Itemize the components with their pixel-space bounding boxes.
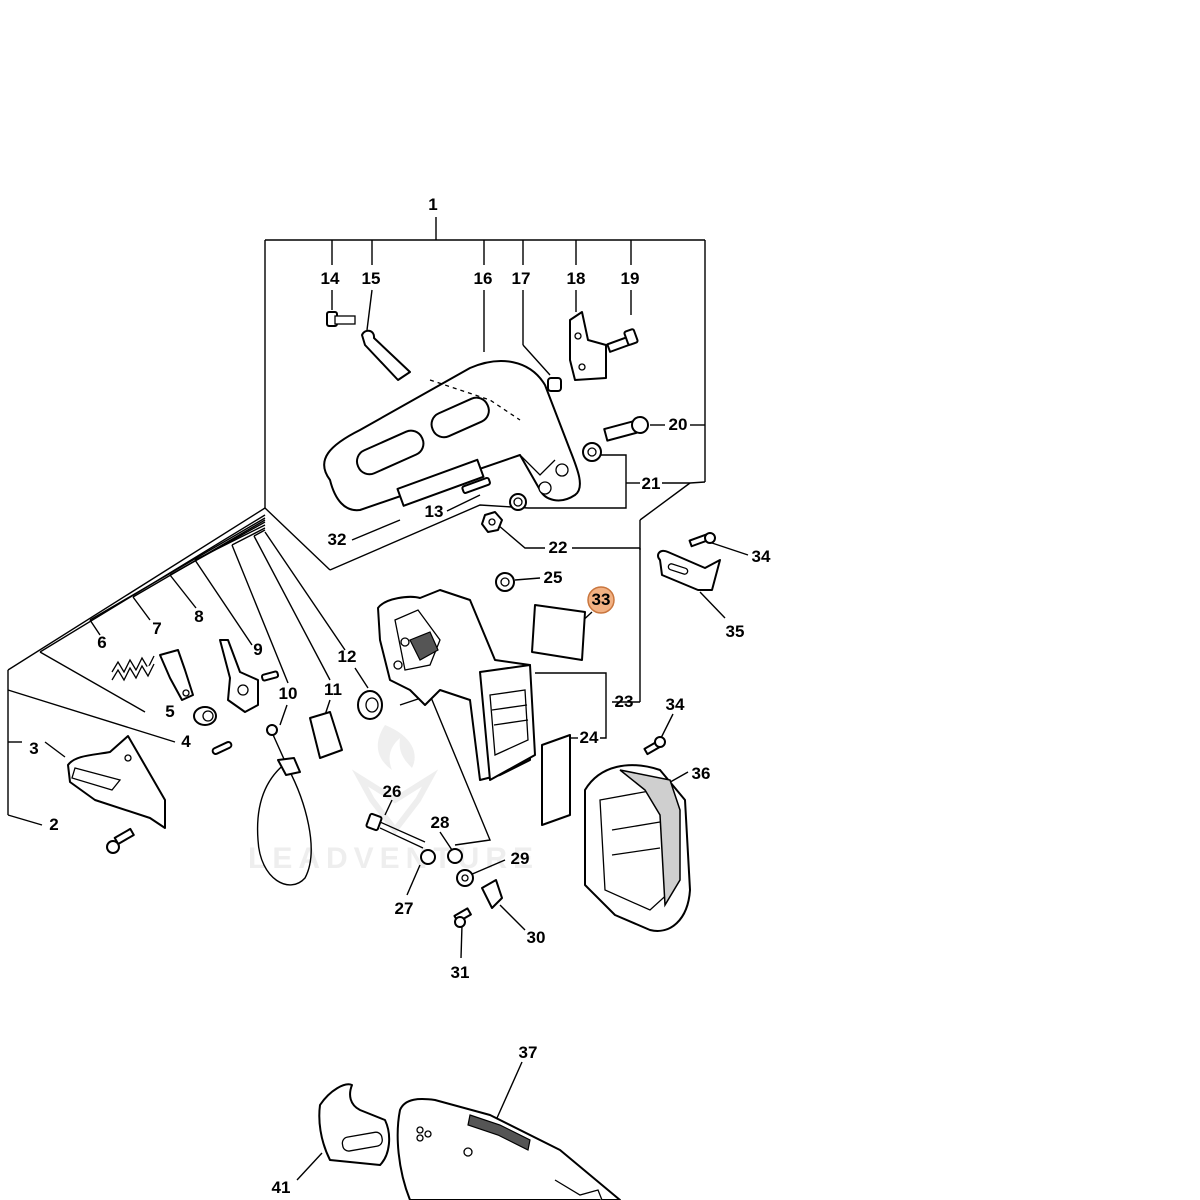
callout-22: 22	[549, 538, 568, 557]
callout-37: 37	[519, 1043, 538, 1062]
callout-17: 17	[512, 269, 531, 288]
callout-highlight-badge	[587, 586, 615, 614]
callout-5: 5	[165, 702, 174, 721]
callout-4: 4	[181, 732, 191, 751]
part-band-10	[256, 724, 312, 886]
callout-27: 27	[395, 899, 414, 918]
callout-30: 30	[527, 928, 546, 947]
callout-11: 11	[324, 680, 342, 699]
part-housing-23	[377, 589, 536, 781]
callout-21: 21	[642, 474, 661, 493]
part-spring-6	[111, 655, 155, 682]
parts	[67, 311, 721, 1200]
callout-3: 3	[29, 739, 38, 758]
callout-18: 18	[567, 269, 586, 288]
callout-20: 20	[669, 415, 688, 434]
callout-32: 32	[328, 530, 347, 549]
callout-24: 24	[580, 728, 599, 747]
callout-16: 16	[474, 269, 493, 288]
callout-26: 26	[383, 782, 402, 801]
callout-15: 15	[362, 269, 381, 288]
callout-12: 12	[338, 647, 357, 666]
callout-14: 14	[321, 269, 340, 288]
callout-10: 10	[279, 684, 298, 703]
callout-33: 33	[592, 590, 611, 609]
callout-8: 8	[194, 607, 203, 626]
watermark: LEADVENTURE	[248, 725, 539, 875]
callout-41: 41	[272, 1178, 291, 1197]
callout-9: 9	[253, 640, 262, 659]
callout-29: 29	[511, 849, 530, 868]
callout-1: 1	[428, 195, 437, 214]
callout-34: 34	[752, 547, 771, 566]
callout-28: 28	[431, 813, 450, 832]
callout-36: 36	[692, 764, 711, 783]
callout-23: 23	[615, 692, 634, 711]
part-nut-12	[357, 690, 383, 720]
part-guard-16	[323, 360, 581, 512]
watermark-text: LEADVENTURE	[248, 842, 539, 875]
callout-35: 35	[726, 622, 745, 641]
callout-31: 31	[451, 963, 470, 982]
callout-34: 34	[666, 695, 685, 714]
callout-6: 6	[97, 633, 106, 652]
callout-7: 7	[152, 619, 161, 638]
part-bar-37	[396, 1098, 621, 1200]
callout-2: 2	[49, 815, 58, 834]
callout-19: 19	[621, 269, 640, 288]
callout-13: 13	[425, 502, 444, 521]
part-screw-14	[326, 311, 356, 327]
callout-25: 25	[544, 568, 563, 587]
part-handle-36	[584, 764, 691, 932]
